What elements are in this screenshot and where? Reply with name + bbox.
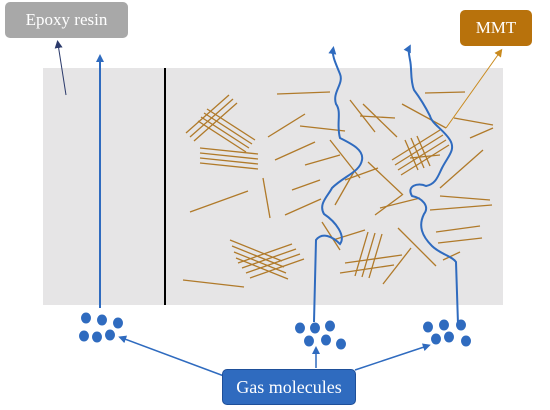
mmt-platelet (199, 152, 259, 160)
mmt-platelet (193, 102, 238, 142)
mmt-platelet (199, 162, 259, 170)
mmt-platelet (203, 112, 253, 145)
gas-path-tortuous-1 (313, 46, 364, 323)
mmt-platelet (262, 177, 271, 219)
mmt-platelet (397, 139, 447, 171)
mmt-label: MMT (460, 10, 532, 46)
mmt-platelet (439, 195, 491, 201)
gas-molecules-label: Gas molecules (222, 369, 356, 405)
mmt-platelet (439, 149, 484, 189)
gas-molecule (295, 322, 305, 334)
mmt-platelet (199, 157, 259, 165)
mmt-platelet (435, 225, 481, 233)
mmt-platelet (469, 127, 494, 139)
mmt-platelet (453, 117, 494, 126)
gas-molecule (431, 333, 441, 345)
gas-molecule (321, 334, 331, 346)
pointer-arrow-right (354, 343, 431, 371)
mmt-platelet (274, 141, 316, 161)
mmt-platelet (391, 129, 441, 161)
gas-molecule (423, 321, 433, 333)
mmt-platelet (437, 237, 483, 244)
mmt-platelet (442, 251, 461, 261)
mmt-platelet (429, 204, 493, 211)
gas-molecule (325, 320, 335, 332)
gas-cluster-right (423, 319, 471, 347)
mmt-platelet (182, 279, 245, 288)
gas-path-tortuous-2 (403, 44, 459, 325)
mmt-platelet (339, 264, 395, 274)
mmt-platelet (344, 254, 403, 264)
gas-molecule (105, 329, 115, 341)
gas-molecule (461, 335, 471, 347)
mmt-platelets (182, 91, 494, 288)
mmt-platelet (368, 233, 383, 279)
mmt-platelet (424, 91, 466, 94)
mmt-platelet (233, 251, 287, 274)
mmt-platelet (374, 194, 403, 216)
mmt-platelet (332, 229, 366, 241)
epoxy-resin-label: Epoxy resin (5, 2, 128, 38)
mmt-platelet (397, 227, 437, 267)
mmt-platelet (189, 190, 249, 213)
mmt-platelet (379, 197, 421, 209)
mmt-platelet (334, 169, 356, 206)
gas-molecule (81, 312, 91, 324)
mmt-platelet (185, 94, 230, 134)
mmt-platelet (410, 137, 425, 169)
pointer-arrow-left (118, 335, 225, 377)
mmt-platelet (197, 120, 247, 153)
mmt-platelet (200, 116, 250, 149)
mmt-pointer-arrow (445, 48, 503, 129)
gas-molecule (113, 317, 123, 329)
gas-molecule (310, 322, 320, 334)
mmt-platelet (354, 231, 369, 277)
mmt-platelet (304, 154, 341, 166)
mmt-platelet (199, 147, 259, 155)
mmt-platelet (367, 161, 404, 196)
mmt-platelet (404, 139, 419, 171)
mmt-platelet (267, 113, 306, 138)
mmt-platelet (382, 247, 412, 285)
mmt-platelet (321, 221, 341, 251)
gas-molecule (92, 331, 102, 343)
mmt-platelet (249, 258, 305, 279)
gas-molecule (336, 338, 346, 350)
mmt-platelet (241, 248, 297, 269)
mmt-platelet (359, 115, 396, 119)
mmt-platelet (409, 154, 441, 159)
gas-molecule (439, 319, 449, 331)
mmt-platelet (400, 144, 450, 176)
gas-molecule (304, 335, 314, 347)
mmt-platelet (394, 134, 444, 166)
epoxy-pointer-arrow (54, 40, 67, 96)
mmt-platelet (206, 108, 256, 141)
gas-cluster-middle (295, 320, 346, 350)
mmt-platelet (299, 125, 346, 132)
gas-molecule (444, 331, 454, 343)
gas-molecule (79, 330, 89, 342)
gas-molecule (456, 319, 466, 331)
gas-cluster-left (79, 312, 123, 343)
mmt-platelet (401, 103, 447, 129)
mmt-platelet (237, 243, 293, 264)
gas-molecule (97, 314, 107, 326)
mmt-platelet (416, 135, 431, 167)
mmt-platelet (235, 257, 289, 280)
mmt-platelet (245, 253, 301, 274)
mmt-platelet (276, 91, 331, 95)
mmt-platelet (284, 198, 322, 216)
mmt-platelet (291, 179, 321, 191)
mmt-platelet (362, 103, 398, 138)
mmt-platelet (361, 232, 376, 278)
